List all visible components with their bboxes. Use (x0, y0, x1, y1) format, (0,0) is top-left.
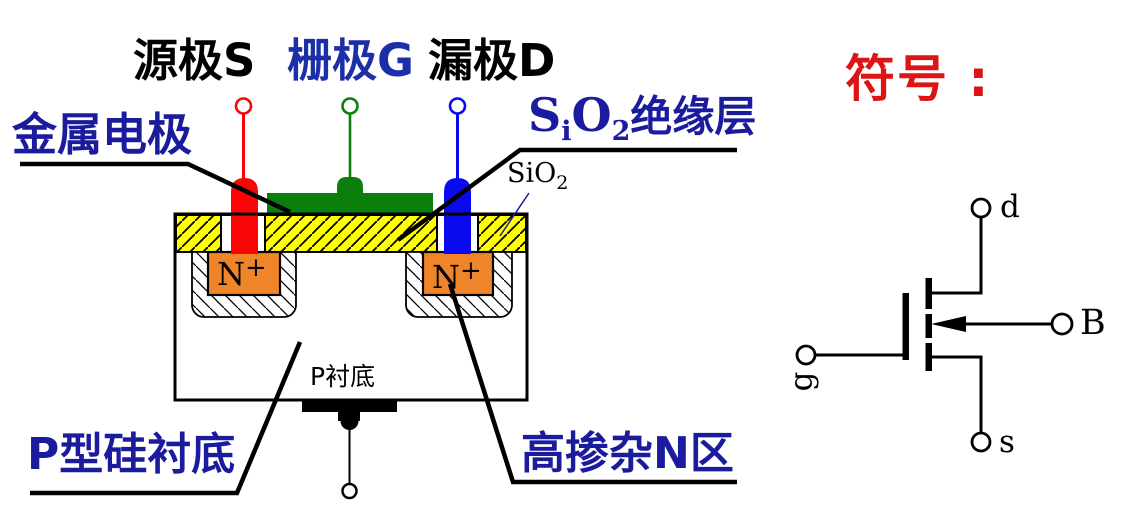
label-nplus-source: N+ (217, 255, 267, 290)
symbol-label-body: B (1080, 303, 1106, 343)
n-region-pointer (447, 283, 737, 485)
symbol-source-wire (929, 355, 983, 433)
sio2-layer-s: S (528, 88, 562, 142)
label-nplus-drain: N+ (432, 258, 482, 293)
symbol-drain-terminal (970, 197, 992, 219)
label-drain-terminal: 漏极D (428, 34, 556, 87)
symbol-label-source: s (999, 424, 1015, 460)
label-metal-electrode: 金属电极 (12, 108, 193, 161)
symbol-gate-bar (902, 293, 909, 360)
p-silicon-pointer (30, 341, 303, 496)
symbol-section-title: 符号 : (845, 50, 991, 108)
label-sio2-insulation-layer: S i O 2 绝缘层 (528, 88, 757, 145)
label-gate-terminal: 栅极G (287, 34, 414, 87)
label-source-terminal: 源极S (133, 34, 256, 87)
symbol-body-arrow (931, 316, 966, 332)
label-sio2-small: SiO2 (507, 160, 568, 193)
sio2-layer-sub-i: i (561, 116, 572, 147)
body-contact-bar (302, 400, 397, 412)
plus-superscript: + (460, 256, 482, 286)
symbol-channel-dash-mid (925, 314, 932, 338)
gate-metal-electrode (267, 193, 433, 214)
nplus-base: N (432, 258, 460, 296)
symbol-source-terminal (970, 431, 992, 453)
symbol-channel-dash-top (925, 278, 932, 309)
sio2-small-sub: 2 (556, 172, 569, 194)
gate-terminal-circle (341, 97, 359, 115)
gate-contact-bump (337, 177, 363, 196)
source-terminal-circle (234, 97, 253, 115)
symbol-label-drain: d (1000, 189, 1020, 225)
sio2-layer-pointer (396, 147, 737, 242)
metal-electrode-pointer (20, 161, 291, 215)
sio2-small-base: SiO (507, 158, 557, 189)
drain-terminal-circle (448, 97, 467, 115)
label-highly-doped-n-region: 高掺杂N区 (521, 428, 734, 479)
sio2-layer-suffix: 绝缘层 (630, 92, 757, 141)
mosfet-symbol (795, 197, 1074, 453)
sio2-small-pointer (499, 192, 530, 237)
symbol-gate-terminal (795, 344, 817, 366)
symbol-label-gate: g (783, 371, 820, 392)
symbol-drain-wire (929, 217, 983, 295)
body-terminal-circle (341, 482, 358, 500)
nplus-base: N (217, 255, 245, 293)
drain-metal-electrode (444, 178, 471, 254)
sio2-layer-sub-2: 2 (611, 116, 631, 147)
label-p-type-silicon-substrate: P型硅衬底 (27, 429, 236, 480)
source-metal-electrode (231, 178, 258, 254)
plus-superscript: + (245, 253, 267, 283)
nplus-region-source (206, 250, 282, 297)
sio2-layer-o: O (571, 88, 612, 142)
label-p-substrate-inner: P衬底 (310, 362, 376, 391)
body-contact-blob (340, 412, 359, 430)
symbol-body-terminal (1050, 312, 1074, 336)
symbol-channel-dash-bottom (925, 343, 932, 371)
